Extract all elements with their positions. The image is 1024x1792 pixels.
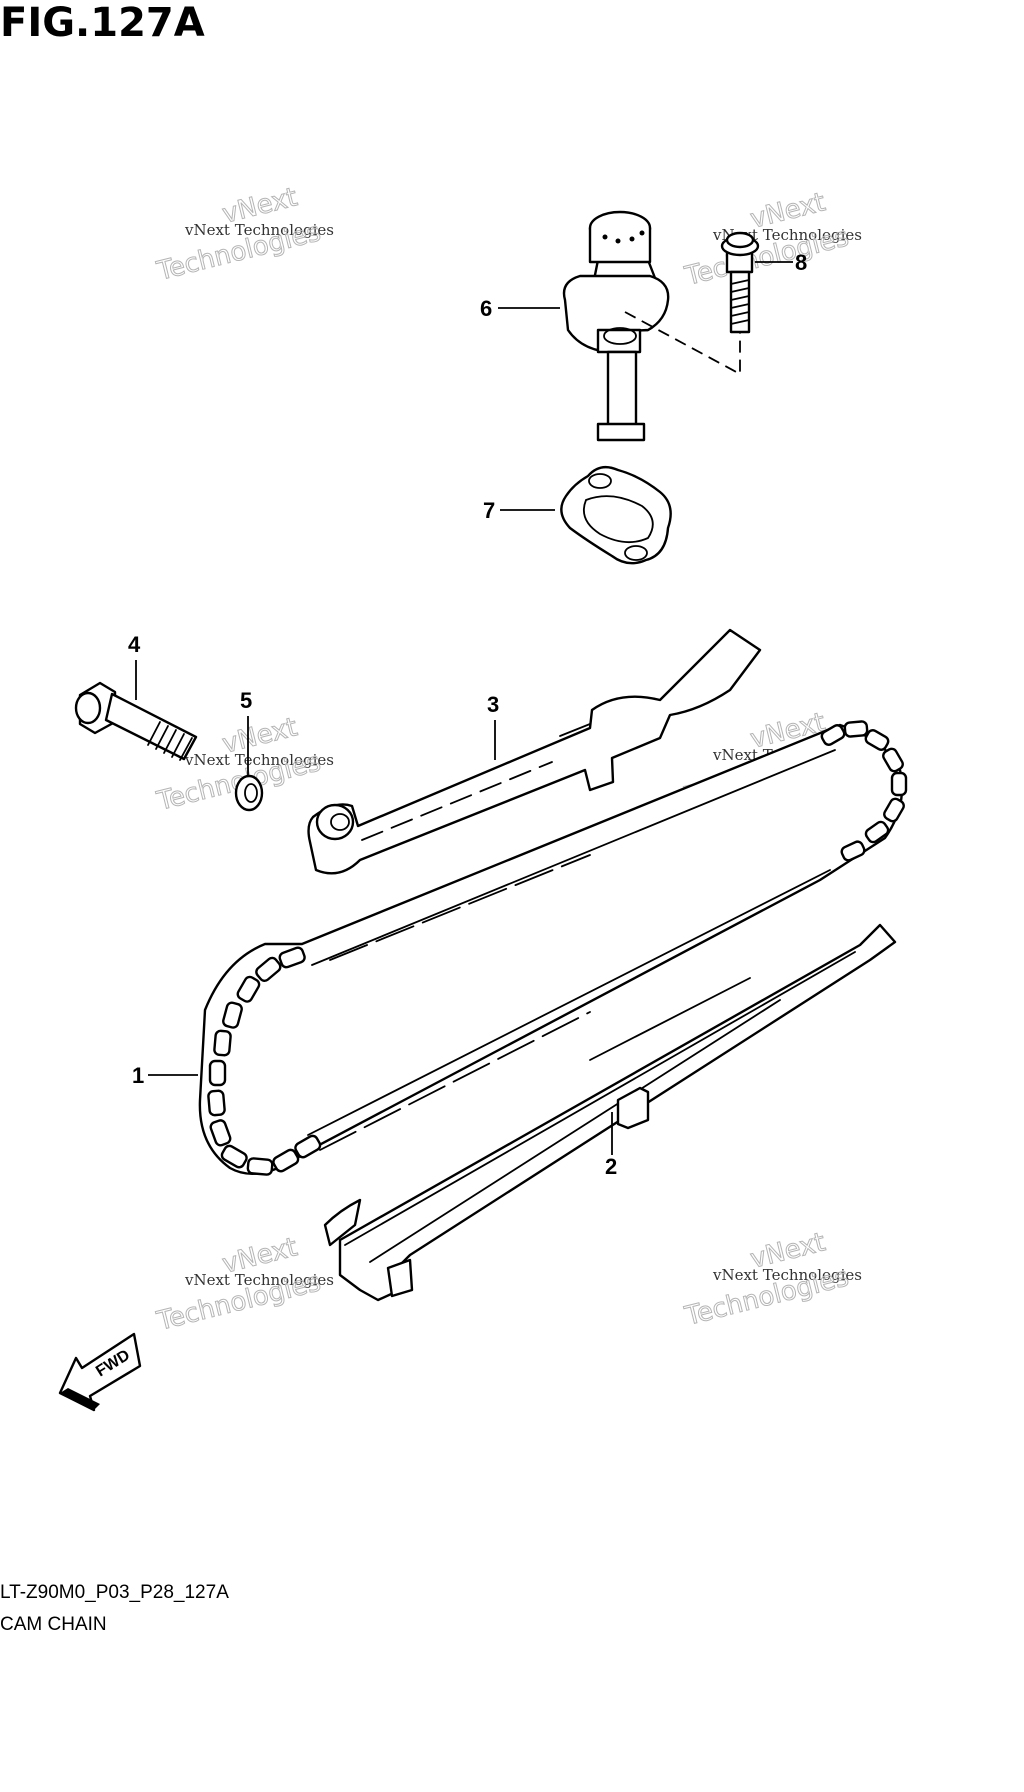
- callout-7[interactable]: 7: [483, 498, 555, 523]
- figure-title: FIG.127A: [0, 0, 205, 46]
- callout-2[interactable]: 2: [605, 1112, 617, 1179]
- watermark-text: vNext Technologies: [712, 1266, 862, 1284]
- part-5-washer[interactable]: [234, 774, 264, 812]
- assembly-line: [624, 311, 741, 376]
- watermark-text: vNext Technologies: [184, 751, 334, 769]
- figure-code: LT-Z90M0_P03_P28_127A: [0, 1582, 229, 1603]
- callout-label: 6: [480, 296, 492, 321]
- chain-links-lower: [207, 946, 322, 1176]
- callout-4[interactable]: 4: [128, 632, 141, 700]
- figure-name: CAM CHAIN: [0, 1614, 107, 1635]
- callout-5[interactable]: 5: [240, 688, 252, 775]
- callout-6[interactable]: 6: [480, 296, 560, 321]
- part-1-cam-chain[interactable]: [198, 720, 908, 1176]
- callout-label: 2: [605, 1154, 617, 1179]
- part-6-tensioner[interactable]: [562, 210, 670, 442]
- part-7-gasket[interactable]: [560, 465, 672, 565]
- callout-8[interactable]: 8: [755, 250, 807, 275]
- callout-label: 7: [483, 498, 495, 523]
- callout-label: 1: [132, 1063, 144, 1088]
- callout-1[interactable]: 1: [132, 1063, 198, 1088]
- callout-label: 5: [240, 688, 252, 713]
- forward-arrow-icon: FWD: [58, 1332, 142, 1412]
- callout-3[interactable]: 3: [487, 692, 499, 760]
- callout-label: 4: [128, 632, 141, 657]
- callout-label: 3: [487, 692, 499, 717]
- part-8-bolt[interactable]: [720, 231, 760, 334]
- watermark-text: vNext Technologies: [184, 1271, 334, 1289]
- chain-links-upper: [820, 720, 908, 862]
- part-3-tensioner-guide[interactable]: [307, 628, 762, 875]
- callout-label: 8: [795, 250, 807, 275]
- watermark-text: vNext Technologies: [184, 221, 334, 239]
- part-2-chain-guide[interactable]: [323, 923, 897, 1302]
- part-4-bolt[interactable]: [74, 681, 198, 761]
